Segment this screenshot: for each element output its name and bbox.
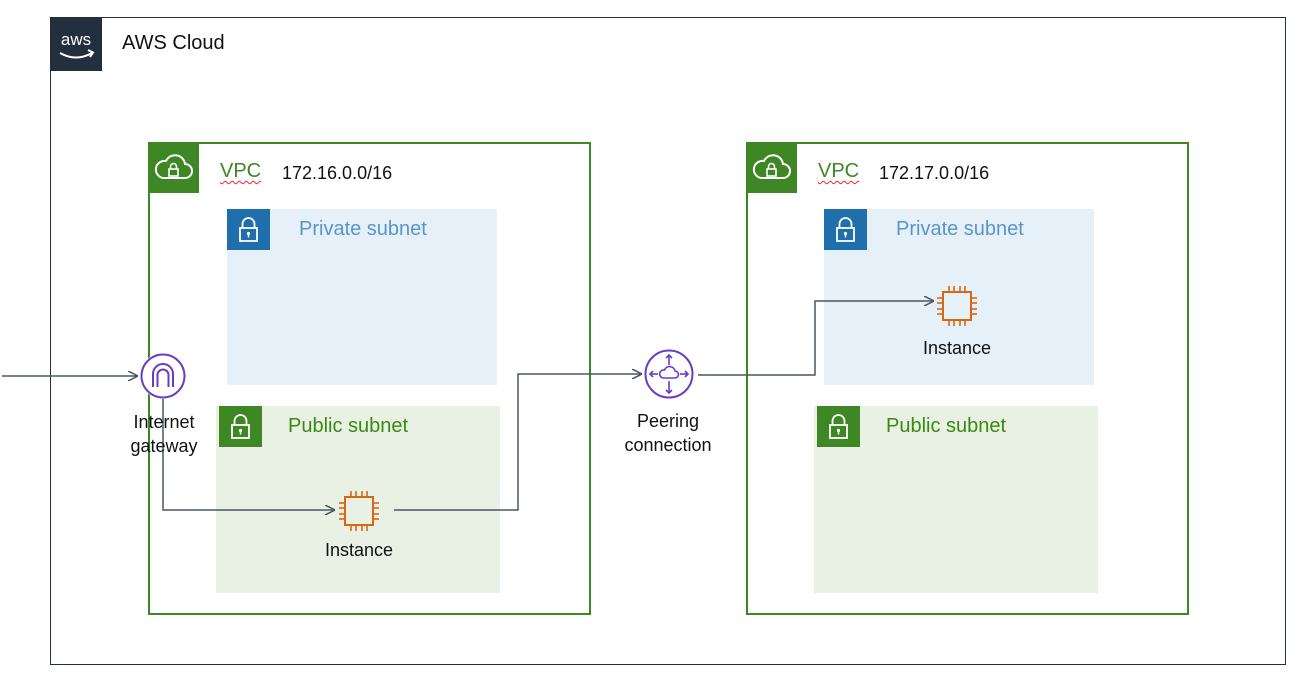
right-public-subnet-label: Public subnet [886, 415, 1007, 437]
vpc-right-title: VPC [818, 160, 860, 182]
vpc-left-cidr: 172.16.0.0/16 [282, 163, 393, 183]
aws-logo-icon: aws [50, 17, 102, 71]
aws-cloud-boundary [50, 17, 1286, 665]
left-instance-label: Instance [324, 540, 394, 560]
right-private-subnet-label: Private subnet [896, 218, 1024, 240]
vpc-left-title: VPC [220, 160, 262, 182]
internet-gateway-label: Internet gateway [130, 412, 198, 456]
left-private-subnet-label: Private subnet [299, 218, 427, 240]
right-instance-label: Instance [922, 338, 992, 358]
gateway-to-instance-arrow [162, 398, 334, 510]
vpc-cloud-lock-icon [746, 142, 797, 193]
left-public-subnet-label: Public subnet [288, 415, 409, 437]
peering-to-instance-arrow [698, 301, 933, 376]
internet-gateway-icon [140, 353, 186, 399]
peering-connection-label: Peering connection [624, 411, 712, 455]
ec2-instance-icon [935, 284, 979, 328]
right-private-subnet [824, 209, 1094, 385]
public-subnet-lock-icon [219, 406, 262, 447]
ec2-instance-icon [337, 489, 381, 533]
private-subnet-lock-icon [824, 209, 867, 250]
vpc-cloud-lock-icon [148, 142, 199, 193]
vpc-right [746, 142, 1189, 615]
private-subnet-lock-icon [227, 209, 270, 250]
peering-connection-icon [644, 349, 694, 399]
instance-to-peering-arrow [394, 374, 641, 511]
aws-cloud-title: AWS Cloud [122, 32, 225, 54]
left-public-subnet [216, 406, 500, 593]
public-subnet-lock-icon [817, 406, 860, 447]
aws-logo-text: aws [61, 30, 91, 49]
left-private-subnet [227, 209, 497, 385]
vpc-right-cidr: 172.17.0.0/16 [879, 163, 990, 183]
right-public-subnet [814, 406, 1098, 593]
